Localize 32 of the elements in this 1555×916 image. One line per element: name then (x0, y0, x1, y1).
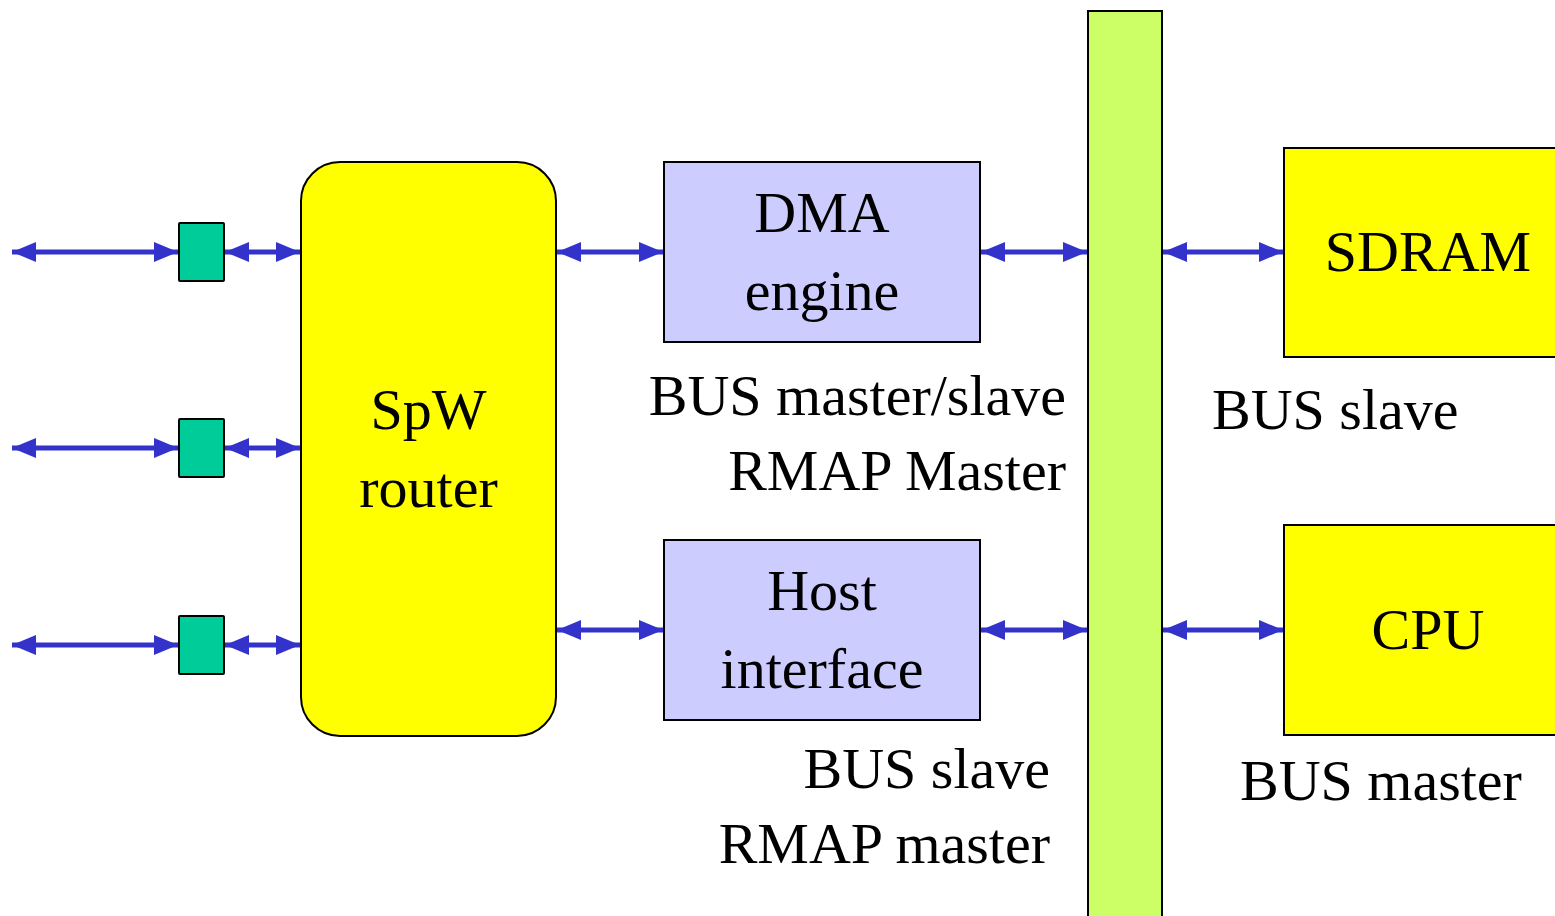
double-arrow (557, 620, 663, 640)
double-arrow (981, 620, 1087, 640)
block-label: SpW router (358, 375, 499, 522)
block-box (663, 161, 981, 343)
block-box (663, 539, 981, 721)
double-arrow (12, 438, 178, 458)
double-arrow (225, 242, 300, 262)
port-box (178, 222, 225, 282)
double-arrow (1163, 242, 1283, 262)
role-label: BUS master (1240, 747, 1522, 815)
role-label: BUS slave (1212, 376, 1459, 444)
block-label: SDRAM (1324, 218, 1532, 287)
double-arrow (1163, 620, 1283, 640)
role-label: BUS slave (803, 735, 1050, 803)
block-box (1283, 524, 1555, 736)
block-label: Host interface (719, 556, 925, 703)
block-label: CPU (1371, 595, 1485, 664)
double-arrow (225, 635, 300, 655)
bus-bar (1087, 10, 1163, 916)
double-arrow (981, 242, 1087, 262)
port-box (178, 615, 225, 675)
double-arrow (12, 635, 178, 655)
double-arrow (12, 242, 178, 262)
port-box (178, 418, 225, 478)
role-label: RMAP Master (728, 437, 1066, 505)
double-arrow (557, 242, 663, 262)
block-box (1283, 147, 1555, 358)
block-label: DMA engine (743, 178, 901, 325)
role-label: RMAP master (718, 810, 1050, 878)
role-label: BUS master/slave (648, 362, 1066, 430)
block-box (300, 161, 557, 737)
double-arrow (225, 438, 300, 458)
